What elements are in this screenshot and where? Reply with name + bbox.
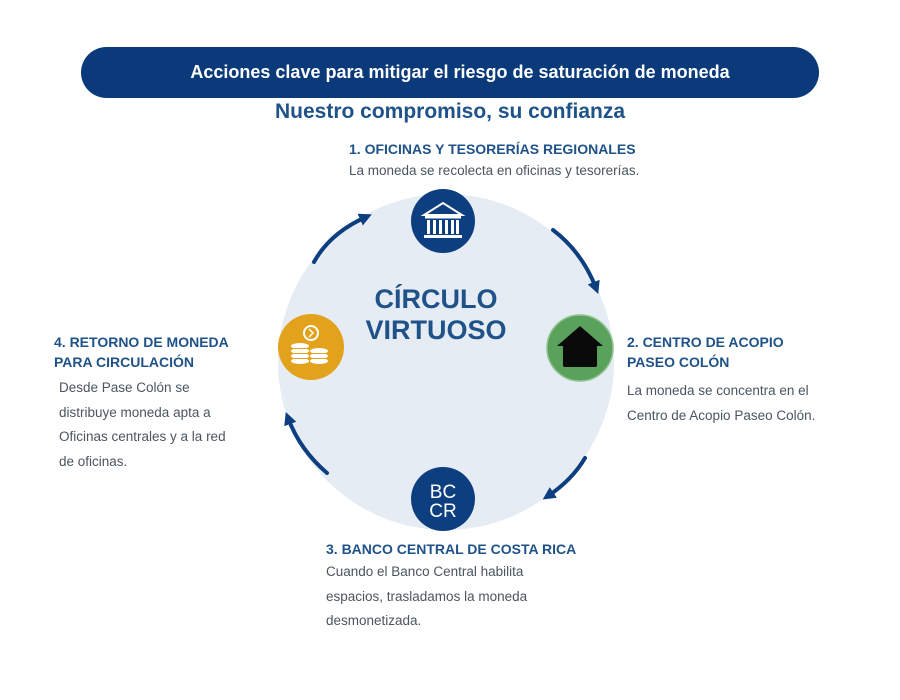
bank-building-icon [411, 189, 475, 253]
step3-title: 3. BANCO CENTRAL DE COSTA RICA [326, 541, 577, 557]
center-label-line1: CÍRCULO [374, 284, 498, 314]
step3-text-line1: Cuando el Banco Central habilita [326, 564, 524, 579]
step2-title-line2: PASEO COLÓN [627, 354, 730, 370]
bccr-logo-line1: BC [430, 482, 456, 503]
step4-text-line4: de oficinas. [59, 453, 128, 469]
arrow-step3-to-step4 [284, 412, 329, 475]
step1-title: 1. OFICINAS Y TESORERÍAS REGIONALES [349, 141, 636, 157]
bccr-logo: BC CR [411, 467, 475, 531]
arrow-step2-to-step3 [542, 456, 587, 500]
cycle-background-circle [278, 194, 614, 530]
bccr-logo-line2: CR [429, 501, 456, 522]
step2-text: La moneda se concentra en el Centro de A… [627, 379, 815, 428]
arrow-step4-to-step1 [312, 213, 372, 264]
step2-text-line1: La moneda se concentra en el [627, 383, 809, 398]
center-label-line2: VIRTUOSO [365, 315, 507, 345]
coins-icon [278, 314, 344, 380]
step1-text: La moneda se recolecta en oficinas y tes… [349, 163, 640, 178]
step3-text-line2: espacios, trasladamos la moneda [326, 588, 528, 604]
step4-title-line2: PARA CIRCULACIÓN [54, 354, 194, 370]
subtitle: Nuestro compromiso, su confianza [274, 100, 626, 123]
step4-text-line3: Oficinas centrales y a la red [59, 429, 226, 444]
arrow-step1-to-step2 [551, 228, 600, 294]
cycle-center-label: CÍRCULO VIRTUOSO [336, 284, 536, 346]
title-banner: Acciones clave para mitigar el riesgo de… [81, 47, 819, 98]
banner-title: Acciones clave para mitigar el riesgo de… [190, 62, 730, 82]
step4-text-line1: Desde Pase Colón se [59, 380, 190, 395]
step4-title: 4. RETORNO DE MONEDA PARA CIRCULACIÓN [54, 332, 229, 372]
step4-text: Desde Pase Colón se distribuye moneda ap… [59, 376, 226, 474]
step3-text-line3: desmonetizada. [326, 613, 422, 628]
step4-text-line2: distribuye moneda apta a [59, 404, 211, 420]
house-icon [546, 314, 614, 382]
step2-text-line2: Centro de Acopio Paseo Colón. [627, 407, 816, 423]
step3-text: Cuando el Banco Central habilita espacio… [326, 560, 527, 634]
step2-title: 2. CENTRO DE ACOPIO PASEO COLÓN [627, 332, 784, 372]
step4-title-line1: 4. RETORNO DE MONEDA [54, 334, 229, 350]
step2-title-line1: 2. CENTRO DE ACOPIO [627, 334, 784, 350]
